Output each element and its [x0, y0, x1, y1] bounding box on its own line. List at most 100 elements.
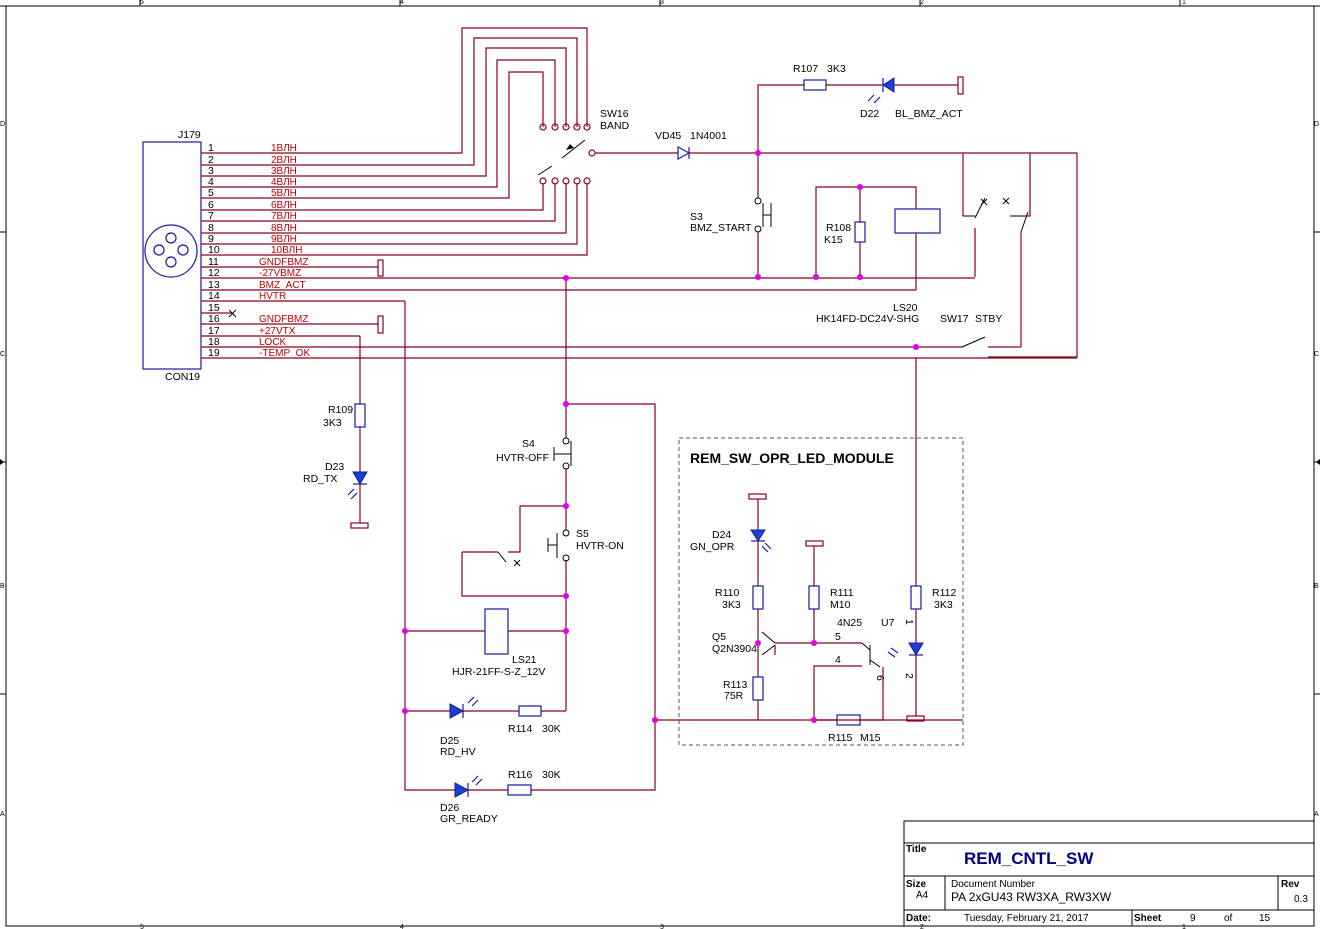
- r109-d23-branch: R109 3K3 D23 RD_TX: [303, 336, 369, 529]
- connector-pin-number: 2: [208, 154, 214, 166]
- r109-value: 3K3: [323, 417, 342, 429]
- r108-ls20-relay: R108 K15 LS20 HK14FD-DC24V-SHG: [815, 186, 941, 325]
- s3-value: BMZ_START: [690, 222, 752, 234]
- rev-value: 0.3: [1294, 894, 1308, 905]
- r108-ref: R108: [826, 222, 851, 234]
- sw16-band-switch[interactable]: SW16 BAND: [537, 108, 630, 185]
- s5-hvtr-on-button[interactable]: S5 HVTR-ON: [547, 528, 624, 562]
- junction-dots: [402, 150, 919, 723]
- r108-value: K15: [824, 234, 843, 246]
- d25-r114-branch: R114 30K D25 RD_HV: [440, 696, 561, 758]
- r115-value: M15: [860, 732, 881, 744]
- of-label: of: [1224, 913, 1233, 924]
- date-label: Date:: [906, 913, 931, 924]
- sw16-ref: SW16: [600, 108, 629, 120]
- d24-ref: D24: [712, 529, 731, 541]
- r114-ref: R114: [508, 723, 532, 735]
- connector-pin-number: 9: [208, 233, 214, 245]
- r115-ref: R115: [828, 732, 852, 744]
- border-col-3-bottom: 3: [660, 924, 664, 929]
- d25-value: RD_HV: [440, 746, 476, 758]
- sw16-value: BAND: [600, 120, 630, 132]
- s3-bmz-start-button[interactable]: S3 BMZ_START: [690, 153, 772, 277]
- sheet-label: Sheet: [1134, 913, 1162, 924]
- connector-net-label: 4ВЛН: [271, 177, 297, 188]
- title-label: Title: [906, 844, 927, 855]
- border-col-2-top: 2: [920, 0, 924, 6]
- size-label: Size: [906, 879, 926, 890]
- module-label: REM_SW_OPR_LED_MODULE: [690, 450, 894, 466]
- sheet-title: REM_CNTL_SW: [964, 849, 1094, 868]
- vd45-diode: VD45 1N4001: [595, 130, 963, 161]
- r116-value: 30K: [542, 769, 561, 781]
- d23-value: RD_TX: [303, 473, 337, 485]
- connector-net-label: -TEMP_OK: [259, 348, 310, 359]
- r113-ref: R113: [723, 679, 747, 691]
- connector-pin-number: 19: [208, 347, 220, 359]
- u7-pin5: 5: [835, 631, 841, 643]
- connector-net-label: 8ВЛН: [271, 223, 297, 234]
- border-col-5-top: 5: [140, 0, 144, 6]
- ls21-relay: LS21 HJR-21FF-S-Z_12V: [452, 608, 545, 678]
- u7-pin6: 6: [874, 675, 886, 681]
- title-block: Title REM_CNTL_SW Size A4 Document Numbe…: [903, 820, 1315, 927]
- connector-net-label: GNDFBMZ: [259, 257, 308, 268]
- connector-pin-number: 15: [208, 302, 220, 314]
- connector-j179: J179 CON19: [142, 129, 202, 383]
- s5-value: HVTR-ON: [576, 540, 624, 552]
- border-col-1-top: 1: [1182, 0, 1186, 6]
- connector-pin-number: 3: [208, 165, 214, 177]
- vd45-ref: VD45: [655, 130, 681, 142]
- vd45-value: 1N4001: [690, 130, 727, 142]
- connector-net-label: 2ВЛН: [271, 155, 297, 166]
- border-row-c-right: C: [1314, 351, 1319, 358]
- connector-net-label: LOCK: [259, 337, 287, 348]
- hvtr-section: [404, 278, 963, 791]
- r112-value: 3K3: [934, 599, 953, 611]
- r110-ref: R110: [715, 587, 739, 599]
- r116-ref: R116: [508, 769, 532, 781]
- d25-ref: D25: [440, 735, 459, 747]
- connector-pin-number: 8: [208, 222, 214, 234]
- r111-ref: R111: [830, 587, 854, 599]
- d22-ref: D22: [860, 108, 879, 120]
- diode-pin1: 1: [903, 619, 915, 625]
- connector-part: CON19: [165, 371, 200, 383]
- connector-net-label: 1ВЛН: [271, 143, 297, 154]
- d24-value: GN_OPR: [690, 541, 735, 553]
- sw17-stby-switch[interactable]: SW17 STBY: [201, 313, 1021, 348]
- connector-net-label: 10ВЛН: [271, 245, 302, 256]
- connector-pin-number: 7: [208, 210, 214, 222]
- diode-pin2: 2: [903, 673, 915, 679]
- ls21-ref: LS21: [512, 654, 537, 666]
- border-col-4-top: 4: [400, 0, 404, 6]
- s3-ref: S3: [690, 211, 703, 223]
- s4-hvtr-off-button[interactable]: S4 HVTR-OFF: [496, 437, 572, 470]
- docnum-value: PA 2xGU43 RW3XA_RW3XW: [951, 890, 1112, 904]
- sw17-ref: SW17: [940, 313, 969, 325]
- d26-r116-branch: R116 30K D26 GR_READY: [440, 769, 561, 825]
- border-col-3-top: 3: [660, 0, 664, 6]
- border-col-4-bottom: 4: [400, 924, 404, 929]
- ls20-value: HK14FD-DC24V-SHG: [816, 313, 919, 325]
- r110-value: 3K3: [722, 599, 741, 611]
- connector-net-label: 5ВЛН: [271, 188, 297, 199]
- connector-net-label: HVTR: [259, 291, 286, 302]
- q5-value: Q2N3904: [712, 643, 757, 655]
- connector-nets: [201, 259, 1077, 359]
- border-row-a-right: A: [1314, 811, 1319, 818]
- ls20-ref: LS20: [893, 302, 918, 314]
- r107-ref: R107: [793, 63, 818, 75]
- border-row-d-left: D: [0, 121, 5, 128]
- size-value: A4: [916, 890, 929, 901]
- u7-ref: U7: [881, 617, 895, 629]
- connector-net-label: BMZ_ACT: [259, 280, 306, 291]
- d22-value: BL_BMZ_ACT: [895, 108, 963, 120]
- r112-ref: R112: [932, 587, 956, 599]
- d26-ref: D26: [440, 802, 459, 814]
- connector-pin-number: 6: [208, 199, 214, 211]
- connector-pin-number: 18: [208, 336, 220, 348]
